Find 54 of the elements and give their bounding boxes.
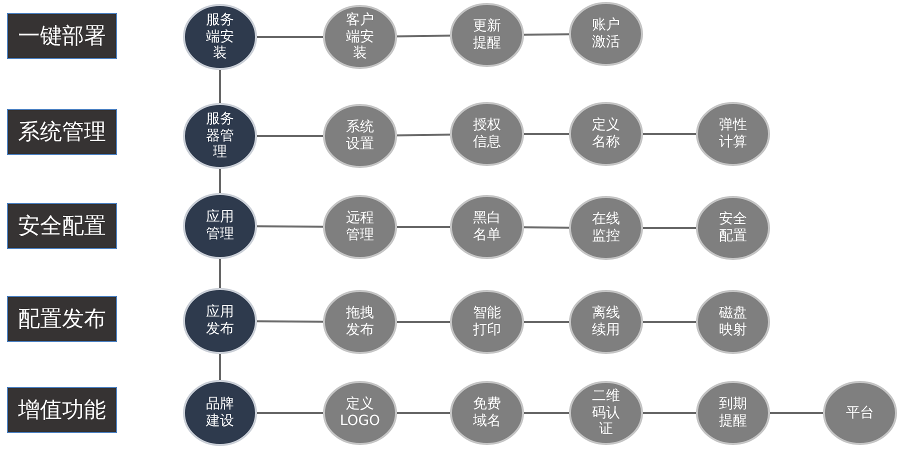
feature-circle: 客户端安装 xyxy=(323,5,397,69)
feature-circle: 免费域名 xyxy=(450,381,524,445)
feature-circle: 离线续用 xyxy=(569,290,643,354)
connector-line xyxy=(257,36,323,38)
connector-line xyxy=(524,412,569,414)
connector-line xyxy=(397,226,450,228)
feature-circle: 授权信息 xyxy=(450,102,524,166)
feature-circle: 弹性计算 xyxy=(696,102,770,166)
connector-line xyxy=(643,133,696,135)
module-circle: 服务器管理 xyxy=(183,103,257,169)
connector-line xyxy=(257,225,323,228)
connector-line xyxy=(770,412,823,414)
feature-circle: 账户激活 xyxy=(569,2,643,66)
connector-line xyxy=(643,321,696,323)
connector-line xyxy=(257,135,323,137)
feature-circle: 更新提醒 xyxy=(450,3,524,67)
connector-line xyxy=(524,33,570,36)
module-circle: 服务端安装 xyxy=(183,4,257,70)
connector-line xyxy=(219,354,221,380)
feature-circle: 平台 xyxy=(823,381,897,445)
module-circle: 应用管理 xyxy=(183,193,257,259)
feature-circle: 安全配置 xyxy=(696,196,770,260)
connector-line xyxy=(397,412,450,414)
category-box: 系统管理 xyxy=(7,109,117,155)
connector-line xyxy=(643,412,696,414)
connector-line xyxy=(396,134,450,136)
category-box: 安全配置 xyxy=(7,203,117,249)
feature-circle: 定义名称 xyxy=(569,102,643,166)
connector-line xyxy=(257,412,323,414)
feature-circle: 二维码认证 xyxy=(569,381,643,445)
feature-circle: 拖拽发布 xyxy=(323,290,397,354)
category-box: 增值功能 xyxy=(7,387,117,433)
connector-line xyxy=(643,227,696,229)
connector-line xyxy=(219,70,221,103)
category-box: 一键部署 xyxy=(7,13,117,59)
module-circle: 应用发布 xyxy=(183,288,257,354)
feature-circle: 磁盘映射 xyxy=(696,290,770,354)
category-box: 配置发布 xyxy=(7,296,117,342)
connector-line xyxy=(524,133,569,135)
connector-line xyxy=(219,169,221,193)
connector-line xyxy=(524,321,569,323)
feature-circle: 定义LOGO xyxy=(323,381,397,445)
feature-circle: 到期提醒 xyxy=(696,381,770,445)
connector-line xyxy=(397,321,450,323)
connector-line xyxy=(219,259,221,288)
connector-line xyxy=(257,320,323,323)
feature-circle: 系统设置 xyxy=(323,104,397,168)
module-circle: 品牌建设 xyxy=(183,380,257,446)
feature-circle: 在线监控 xyxy=(569,196,643,260)
feature-circle: 远程管理 xyxy=(323,195,397,259)
connector-line xyxy=(524,226,570,229)
connector-line xyxy=(396,34,450,38)
feature-circle: 智能打印 xyxy=(450,290,524,354)
feature-circle: 黑白名单 xyxy=(450,195,524,259)
